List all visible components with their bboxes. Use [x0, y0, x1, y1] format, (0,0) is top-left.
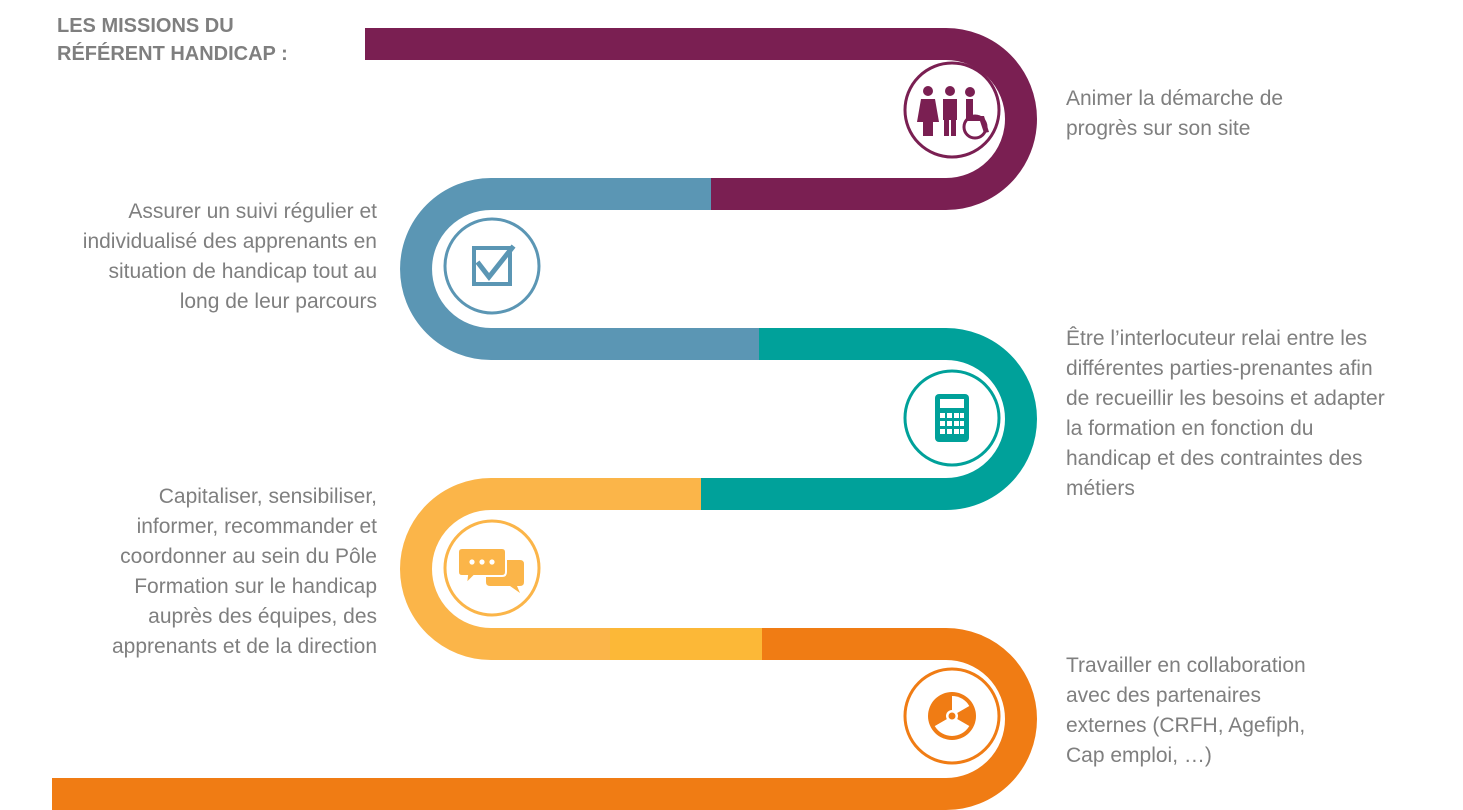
mission-2-text: Assurer un suivi régulier et individuali…: [83, 197, 377, 317]
mission-4-line: apprenants et de la direction: [111, 635, 377, 658]
road-segment-orange: [52, 628, 1037, 810]
mission-4-line: auprès des équipes, des: [148, 605, 377, 628]
mission-3-line: métiers: [1066, 477, 1135, 500]
mission-2-line: situation de handicap tout au: [108, 260, 377, 283]
checkbox-check-icon: [443, 217, 541, 315]
mission-5-text: Travailler en collaboration avec des par…: [1066, 651, 1306, 771]
accessibility-people-icon: [903, 61, 1001, 159]
road-segment-purple: [365, 27, 1037, 210]
calculator-icon: [903, 369, 1001, 467]
mission-4-line: Formation sur le handicap: [134, 575, 377, 598]
mission-2-line: Assurer un suivi régulier et: [128, 200, 377, 223]
mission-4-line: Capitaliser, sensibiliser,: [158, 485, 377, 508]
mission-3-line: la formation en fonction du: [1066, 417, 1314, 440]
mission-5-line: Travailler en collaboration: [1066, 654, 1306, 677]
mission-3-line: de recueillir les besoins et adapter: [1066, 387, 1385, 410]
heading-line-1: LES MISSIONS DU: [57, 15, 234, 37]
mission-3-line: handicap et des contraintes des: [1066, 447, 1363, 470]
mission-4-text: Capitaliser, sensibiliser, informer, rec…: [112, 482, 377, 662]
diagram-heading: LES MISSIONS DU RÉFÉRENT HANDICAP :: [57, 12, 357, 68]
road-segment-teal: [700, 328, 1037, 510]
mission-2-line: long de leur parcours: [179, 290, 377, 313]
mission-2-line: individualisé des apprenants en: [82, 230, 377, 253]
mission-4-line: coordonner au sein du Pôle: [120, 545, 377, 568]
mission-1-line: progrès sur son site: [1066, 117, 1251, 140]
mission-5-line: externes (CRFH, Agefiph,: [1066, 714, 1306, 737]
mission-3-line: Être l’interlocuteur relai entre les: [1066, 327, 1368, 350]
mission-3-line: différentes parties-prenantes afin: [1066, 357, 1373, 380]
mission-4-line: informer, recommander et: [136, 515, 377, 538]
chat-bubbles-icon: [443, 519, 541, 617]
mission-1-text: Animer la démarche de progrès sur son si…: [1066, 84, 1283, 144]
radiation-icon: [903, 667, 1001, 765]
mission-5-line: Cap emploi, …): [1066, 744, 1212, 767]
road-segment-blue: [400, 178, 760, 360]
mission-1-line: Animer la démarche de: [1066, 87, 1284, 110]
road-segment-yellow: [400, 478, 701, 660]
road-segment-gold: [610, 628, 764, 660]
mission-3-text: Être l’interlocuteur relai entre les dif…: [1066, 324, 1385, 504]
mission-5-line: avec des partenaires: [1066, 684, 1261, 707]
heading-line-2: RÉFÉRENT HANDICAP :: [57, 43, 288, 65]
